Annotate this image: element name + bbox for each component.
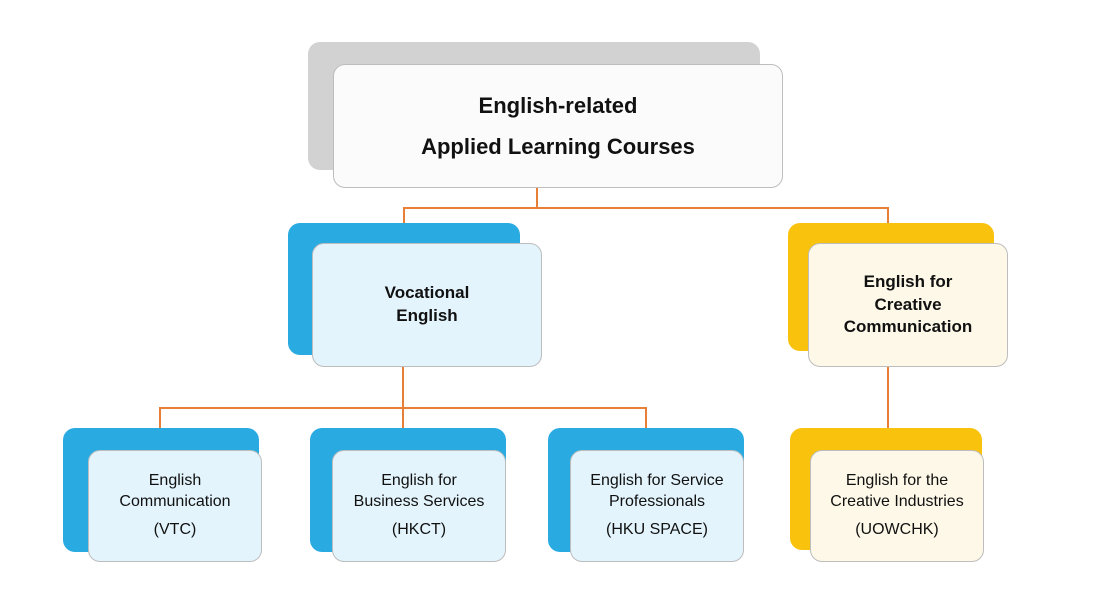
vocational-node-label: Vocational English xyxy=(384,283,470,325)
root-title-line2: Applied Learning Courses xyxy=(421,134,695,159)
connector-child1-drop xyxy=(159,407,161,429)
child-hkct-org: (HKCT) xyxy=(391,520,447,538)
connector-child2-drop xyxy=(402,407,404,429)
creative-node: English for Creative Communication xyxy=(808,243,1008,367)
root-title-line1: English-related xyxy=(478,92,638,118)
child-hkuspace-name: English for Service Professionals xyxy=(590,472,724,511)
child-uowchk-org: (UOWCHK) xyxy=(855,520,939,538)
child-hkct-name: English for Business Services xyxy=(353,472,485,511)
connector-child3-drop xyxy=(645,407,647,429)
root-node-title: English-related Applied Learning Courses xyxy=(421,92,695,161)
connector-creative-down xyxy=(887,367,889,429)
child-vtc-node: English Communication (VTC) xyxy=(88,450,262,562)
connector-root-down xyxy=(536,188,538,209)
child-uowchk-name: English for the Creative Industries xyxy=(830,472,964,511)
connector-branch-horizontal xyxy=(403,207,889,209)
child-vtc-org: (VTC) xyxy=(153,520,197,538)
child-hkuspace-node: English for Service Professionals (HKU S… xyxy=(570,450,744,562)
child-hkct-node: English for Business Services (HKCT) xyxy=(332,450,506,562)
connector-vocational-drop xyxy=(403,207,405,225)
child-hkuspace-org: (HKU SPACE) xyxy=(606,520,708,538)
child-vtc-name: English Communication xyxy=(119,472,231,511)
connector-creative-drop xyxy=(887,207,889,225)
child-uowchk-node: English for the Creative Industries (UOW… xyxy=(810,450,984,562)
root-node: English-related Applied Learning Courses xyxy=(333,64,783,188)
connector-vocational-down xyxy=(402,367,404,409)
vocational-node: Vocational English xyxy=(312,243,542,367)
creative-node-label: English for Creative Communication xyxy=(843,271,973,337)
